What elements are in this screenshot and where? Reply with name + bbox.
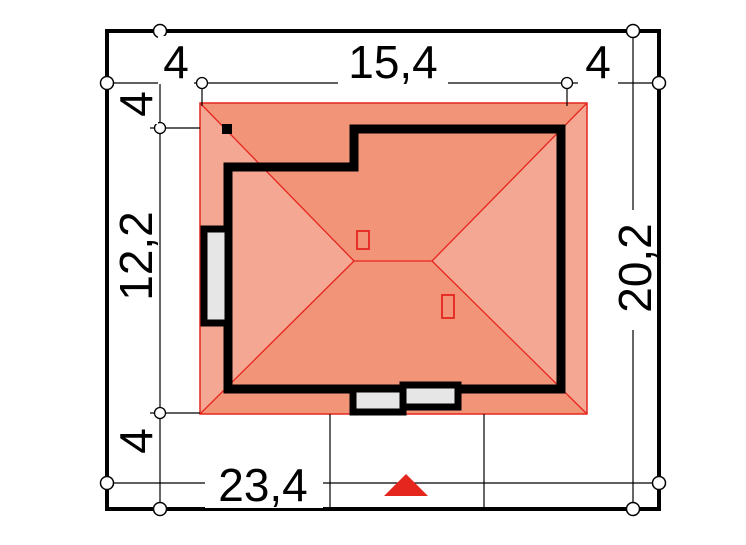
corner-markers <box>99 23 667 517</box>
wall-post <box>222 124 232 134</box>
label-backgrounds <box>114 36 656 508</box>
dim-bottom-total-width: 23,4 <box>218 459 308 511</box>
dim-left-top-setback: 4 <box>110 91 162 117</box>
roof-plane-right <box>432 103 587 414</box>
roof-plane-bottom <box>200 261 587 414</box>
dim-top-right-setback: 4 <box>585 36 611 88</box>
side-bay <box>200 225 232 327</box>
front-porch-right <box>399 381 462 411</box>
chimney-1 <box>356 230 370 250</box>
plot-border <box>105 29 661 511</box>
roof-plane-left <box>200 103 354 414</box>
dim-left-depth: 12,2 <box>110 211 162 301</box>
exterior-wall <box>223 124 566 394</box>
dim-left-bottom-setback: 4 <box>110 428 162 454</box>
house-walls <box>200 124 566 416</box>
roof <box>199 102 588 415</box>
entrance-arrow-icon <box>384 474 428 496</box>
chimney-2 <box>441 294 455 319</box>
dim-top-width: 15,4 <box>348 36 438 88</box>
dimension-ticks <box>153 76 574 420</box>
dim-top-left-setback: 4 <box>163 36 189 88</box>
roof-plane-top <box>200 103 587 261</box>
dim-right-total-depth: 20,2 <box>609 223 661 313</box>
front-porch-left <box>349 385 407 416</box>
